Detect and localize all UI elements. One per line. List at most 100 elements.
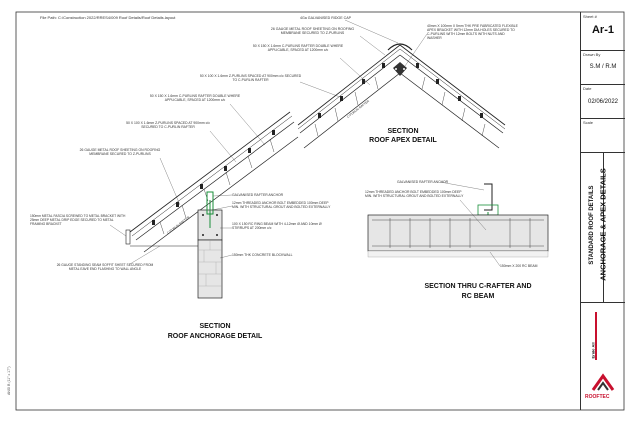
apex-note-zpurlin-wrap: 50 X 100 X 1.6mm Z-PURLINS SPACED AT 900… — [199, 74, 302, 83]
date-label: Date — [583, 86, 592, 91]
rebar — [216, 214, 218, 216]
rcbeam-note-bolt: 12mm THREADED ANCHOR BOLT EMBEDDED 100mm… — [365, 190, 464, 199]
anchorage-rafter-label: C-PURLIN RAFTER — [166, 215, 191, 235]
anchorage-title-2: ROOF ANCHORAGE DETAIL — [168, 333, 263, 340]
anchorage-rafter-bottom — [143, 136, 299, 253]
apex-note-sheeting-wrap: 26 GAUGE METAL ROOF SHEETING ON ROOFING … — [271, 27, 354, 35]
leader-line — [109, 224, 127, 237]
apex-purlin — [436, 79, 439, 84]
anch-note-zpurlin: 50 X 100 X 1.6mm Z-PURLINS SPACED AT 900… — [126, 121, 210, 130]
apex-rafter-label: C-PURLIN RAFTER — [346, 98, 370, 118]
scale-label: Scale — [583, 120, 594, 125]
apex-purlin — [318, 113, 321, 118]
leader-line — [339, 57, 371, 86]
company-cell: Ernie All ROOFTEC — [581, 302, 625, 410]
apex-right-rafter-top — [399, 54, 504, 134]
anch-note-fascia: 150mm METAL FASCIA SCREWED TO METAL BRAC… — [30, 214, 126, 226]
anch-note-fascia-wrap: 150mm METAL FASCIA SCREWED TO METAL BRAC… — [30, 214, 126, 226]
ridge-cap — [387, 43, 413, 51]
apex-note-bracket: 40mm X 100mm X 5mm THK PRE FABRICATED FL… — [427, 24, 518, 41]
apex-note-zpurlin: 50 X 100 X 1.6mm Z-PURLINS SPACED AT 900… — [199, 74, 302, 83]
anch-note-bolt-wrap: 12mm THREADED ANCHOR BOLT EMBEDDED 100mm… — [232, 201, 331, 210]
sheet-number-label: Sheet # — [583, 14, 597, 19]
apex-left-web — [314, 76, 379, 137]
anch-note-sheeting-wrap: 26 GAUGE METAL ROOF SHEETING ON ROOFING … — [79, 148, 161, 157]
anchorage-purlin — [272, 130, 275, 135]
apex-purlin — [340, 96, 343, 101]
anch-note-cpurlin: 50 X 150 X 1.6mm C-PURLINS RAFTER DOUBLE… — [149, 94, 241, 103]
anchorage-title-1: SECTION — [199, 323, 230, 330]
rcbeam-detail: GALVANISED RAFTER ANCHOR 12mm THREADED A… — [365, 180, 549, 300]
ring-beam-rebar — [202, 214, 218, 236]
sheet-number-cell: Sheet # Ar-1 — [581, 12, 625, 51]
apex-right-web — [421, 76, 486, 137]
leader-line — [159, 157, 181, 206]
anchorage-web — [159, 138, 275, 235]
leader-line — [211, 205, 233, 211]
apex-left-roof-sheet-inner — [297, 48, 401, 130]
apex-note-bracket-wrap: 40mm X 100mm X 5mm THK PRE FABRICATED FL… — [427, 24, 518, 41]
file-path: File Path: C:/Construction 2022/RRES4/00… — [40, 15, 176, 20]
anchorage-roof-sheet — [129, 111, 291, 233]
sheet-size-note: ANSI B (11" x 17") — [7, 367, 11, 396]
apex-title-2: ROOF APEX DETAIL — [369, 137, 437, 144]
leader-line — [359, 35, 386, 56]
c-rafter-profile — [484, 183, 493, 211]
drawing-title-cell: STANDARD ROOF DETAILS ANCHORAGE & APEX D… — [581, 152, 625, 303]
leader-line — [229, 103, 266, 146]
anchorage-purlin — [248, 148, 251, 153]
anchorage-purlin — [200, 184, 203, 189]
apex-bolt-1 — [395, 68, 397, 70]
title-std-column: STANDARD ROOF DETAILS — [581, 152, 604, 302]
rcbeam-note-anchor: GALVANISED RAFTER ANCHOR — [397, 180, 449, 184]
rcbeam-note-beam: 150mm X 200 RC BEAM — [500, 264, 538, 268]
sheet-number-value: Ar-1 — [591, 24, 614, 36]
fascia — [125, 229, 131, 245]
apex-right-rafter-bottom — [399, 72, 500, 149]
rooftec-logo-mark — [591, 373, 615, 391]
title-std: STANDARD ROOF DETAILS — [589, 185, 595, 265]
drawn-by-label: Drawn By — [583, 52, 601, 57]
drawn-by-cell: Drawn By S.M / R.M — [581, 50, 625, 85]
leader-line — [404, 33, 428, 67]
apex-left-roof-sheet — [297, 44, 401, 126]
rcbeam-title-2: RC BEAM — [462, 293, 495, 300]
leader-line — [344, 19, 399, 44]
rooftec-logo: ROOFTEC — [585, 370, 617, 406]
apex-purlin — [382, 63, 385, 68]
apex-purlin — [458, 96, 461, 101]
anch-note-cpurlin-wrap: 50 X 150 X 1.6mm C-PURLINS RAFTER DOUBLE… — [149, 94, 241, 103]
leader-line — [299, 81, 341, 98]
anch-note-zpurlin-wrap: 50 X 100 X 1.6mm Z-PURLINS SPACED AT 900… — [126, 121, 210, 130]
leader-line — [209, 130, 237, 163]
anch-note-bolt: 12mm THREADED ANCHOR BOLT EMBEDDED 100mm… — [232, 201, 331, 210]
apex-purlin — [416, 63, 419, 68]
leader-line — [489, 251, 501, 267]
leader-line — [212, 194, 233, 197]
apex-right-roof-sheet — [399, 44, 506, 126]
rebar — [202, 214, 204, 216]
sheet-border — [15, 11, 625, 411]
anch-note-soffit: 26 GAUGE STANDING SEAM SOFFIT SHEET SECU… — [56, 263, 154, 271]
rooftec-brand: ROOFTEC — [585, 394, 610, 400]
anchorage-purlin — [224, 166, 227, 171]
leader-line — [459, 199, 487, 231]
apex-left-purlins — [318, 63, 385, 118]
apex-title-1: SECTION — [387, 128, 418, 135]
apex-note-ridge-cap: 4Ga GALVANISED RIDGE CAP — [300, 16, 352, 20]
anch-note-sheeting: 26 GAUGE METAL ROOF SHEETING ON ROOFING … — [79, 148, 161, 157]
apex-purlin — [362, 79, 365, 84]
blockwall-hatch — [198, 240, 222, 287]
anchorage-purlin — [176, 202, 179, 207]
apex-detail: C-PURLIN RAFTER 4Ga GALVANISED RIDGE CAP… — [199, 16, 518, 149]
anch-note-anchor: GALVANISED RAFTER ANCHOR — [232, 193, 284, 197]
anchorage-purlins — [152, 130, 275, 225]
leader-line — [219, 254, 233, 259]
scale-cell: Scale — [581, 118, 625, 153]
anch-note-ringbeam: 100 X 150 RC RING BEAM WITH 4-12mm Ø AND… — [232, 222, 322, 231]
date-value: 02/06/2022 — [587, 99, 619, 105]
company-rule — [595, 312, 597, 360]
leader-line — [129, 245, 161, 265]
apex-note-cpurlin: 50 X 150 X 1.6mm C-PURLINS RAFTER DOUBLE… — [252, 44, 344, 53]
